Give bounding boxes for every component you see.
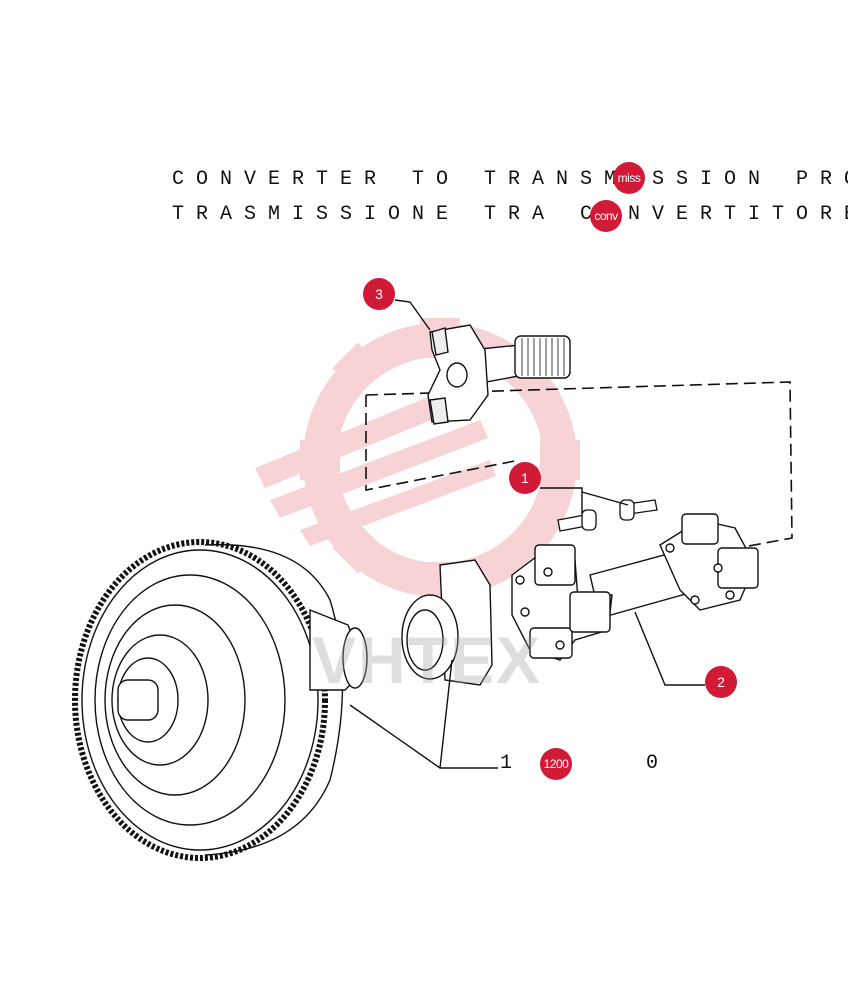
coupling-sleeve bbox=[401, 559, 493, 686]
callout-badge-1[interactable]: 1 bbox=[509, 462, 541, 494]
title-english: CONVERTER TO TRANSMISSION PROPE bbox=[172, 168, 848, 191]
flange-yoke-shaft bbox=[427, 324, 571, 425]
bolts bbox=[557, 499, 658, 532]
torque-converter bbox=[72, 539, 368, 861]
callout-badge-3[interactable]: 3 bbox=[363, 278, 395, 310]
watermark-text: VHTEX bbox=[312, 623, 543, 697]
reference-number: 1 . 0 bbox=[500, 752, 668, 775]
title-italian: TRASMISSIONE TRA CONVERTITORE E bbox=[172, 203, 848, 226]
dashed-assembly-outline bbox=[365, 381, 793, 556]
hotspot-badge-reference[interactable]: 1200 bbox=[540, 748, 572, 780]
propeller-shaft bbox=[511, 513, 759, 661]
callout-badge-2[interactable]: 2 bbox=[705, 666, 737, 698]
reference-suffix: 0 bbox=[646, 752, 669, 775]
hotspot-badge-conv[interactable]: conv bbox=[590, 200, 622, 232]
hotspot-badge-miss[interactable]: miss bbox=[613, 162, 645, 194]
leader-lines bbox=[349, 299, 705, 769]
